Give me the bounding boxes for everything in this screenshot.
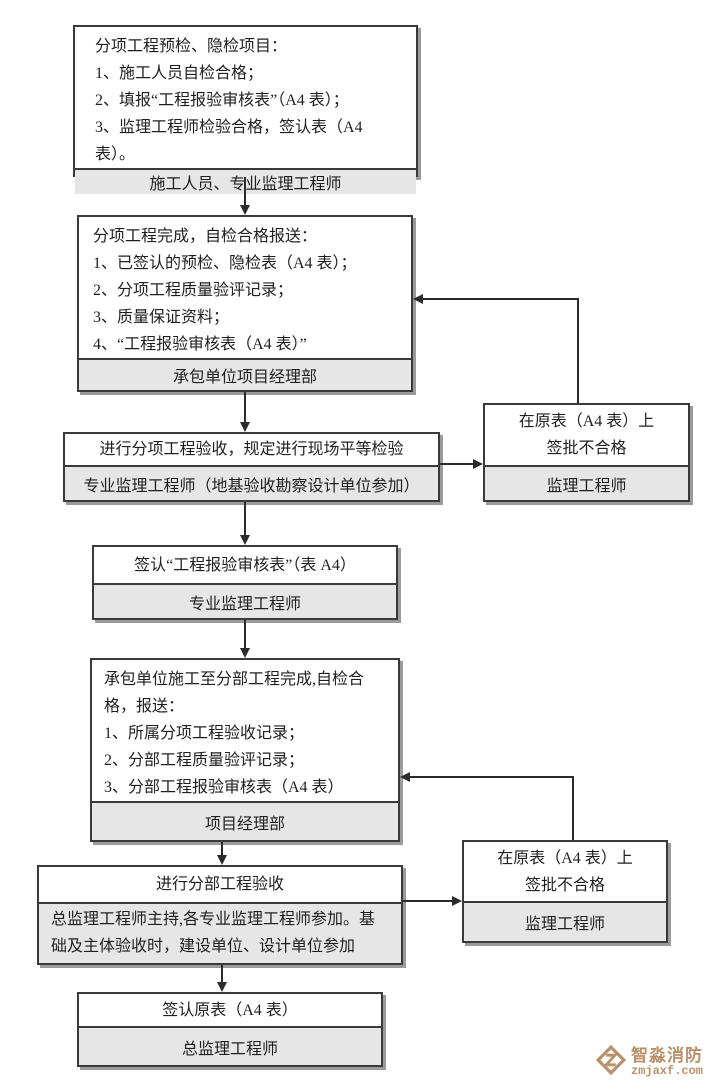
arrowhead-down-icon: [217, 982, 227, 992]
responsible-party-label: 项目经理部: [92, 801, 398, 840]
flow-box-subitem-preinspection: 分项工程预检、隐检项目： 1、施工人员自检合格； 2、填报“工程报验审核表”（A…: [73, 25, 418, 194]
box-body: 承包单位施工至分部工程完成,自检合格，报送： 1、所属分项工程验收记录； 2、分…: [92, 660, 398, 801]
arrowhead-left-icon: [413, 294, 423, 304]
watermark: 智淼消防 zmjaxf.com: [595, 1044, 703, 1081]
box-text-line: 在原表（A4 表）上: [497, 849, 633, 867]
box-text-line: 2、填报“工程报验审核表”（A4 表）；: [95, 92, 349, 109]
flow-box-sign-original-form: 签认原表（A4 表） 总监理工程师: [77, 992, 383, 1067]
arrowhead-right-icon: [473, 459, 483, 469]
flow-box-subitem-completion-report: 分项工程完成，自检合格报送： 1、已签认的预检、隐检表（A4 表）； 2、分项工…: [77, 215, 413, 392]
box-text-line: 2、分项工程质量验评记录；: [93, 282, 294, 299]
box-text-line: 3、质量保证资料；: [93, 309, 230, 326]
flow-box-division-completion: 承包单位施工至分部工程完成,自检合格，报送： 1、所属分项工程验收记录； 2、分…: [90, 658, 400, 842]
box-text-line: 4、“工程报验审核表（A4 表）”: [93, 336, 307, 353]
flow-box-division-acceptance: 进行分部工程验收 总监理工程师主持,各专业监理工程师参加。基础及主体验收时，建设…: [37, 865, 403, 965]
arrowhead-left-icon: [400, 772, 410, 782]
responsible-party-label: 总监理工程师: [79, 1026, 381, 1065]
watermark-brand-text: 智淼消防: [631, 1046, 703, 1066]
connector-reject2-up: [572, 776, 574, 840]
box-text-line: 承包单位施工至分部工程完成,自检合格，报送：: [104, 671, 365, 715]
flow-box-subitem-acceptance: 进行分项工程验收，规定进行现场平等检验 专业监理工程师（地基验收勘察设计单位参加…: [63, 432, 440, 502]
connector-step3-reject1: [440, 463, 474, 465]
box-text-line: 签认原表（A4 表）: [162, 1001, 298, 1019]
arrowhead-down-icon: [240, 422, 250, 432]
arrowhead-down-icon: [217, 855, 227, 865]
connector-step4-step5: [244, 620, 246, 649]
box-text-line: 签认“工程报验审核表”（表 A4）: [134, 556, 356, 574]
box-body: 分项工程预检、隐检项目： 1、施工人员自检合格； 2、填报“工程报验审核表”（A…: [75, 27, 416, 168]
connector-step5-step6: [221, 842, 223, 856]
box-text-line: 分项工程预检、隐检项目：: [95, 38, 288, 55]
arrowhead-down-icon: [240, 648, 250, 658]
box-text-line: 1、已签认的预检、隐检表（A4 表）；: [93, 255, 357, 272]
connector-reject2-step5: [408, 776, 574, 778]
connector-reject1-up: [577, 299, 579, 403]
watermark-domain-text: zmjaxf.com: [631, 1064, 704, 1079]
responsible-party-label: 承包单位项目经理部: [79, 358, 411, 390]
connector-step6-reject2: [403, 900, 453, 902]
box-text-line: 签批不合格: [524, 876, 605, 894]
box-body: 签认“工程报验审核表”（表 A4）: [94, 547, 396, 583]
box-body: 签认原表（A4 表）: [79, 994, 381, 1026]
box-text-line: 在原表（A4 表）上: [518, 413, 655, 430]
box-body: 在原表（A4 表）上 签批不合格: [464, 842, 666, 901]
arrowhead-right-icon: [452, 896, 462, 906]
box-text-line: 1、所属分项工程验收记录；: [104, 725, 305, 742]
box-text-line: 签批不合格: [546, 440, 627, 457]
connector-step1-step2: [244, 177, 246, 206]
responsible-party-label: 专业监理工程师（地基验收勘察设计单位参加）: [65, 465, 438, 500]
responsible-party-label: 监理工程师: [464, 901, 666, 941]
arrowhead-down-icon: [240, 535, 250, 545]
box-body: 进行分部工程验收: [39, 867, 401, 902]
box-text-line: 3、分部工程报验审核表（A4 表）: [104, 779, 344, 796]
box-text-line: 1、施工人员自检合格；: [95, 65, 264, 82]
box-text-line: 分项工程完成，自检合格报送：: [93, 228, 318, 245]
connector-step6-step7: [221, 965, 223, 983]
box-text-line: 进行分项工程验收，规定进行现场平等检验: [99, 441, 404, 458]
responsible-party-label: 监理工程师: [485, 465, 688, 500]
box-text-line: 2、分部工程质量验评记录；: [104, 752, 305, 769]
connector-step2-step3: [244, 392, 246, 423]
arrowhead-down-icon: [240, 205, 250, 215]
box-body: 进行分项工程验收，规定进行现场平等检验: [65, 434, 438, 465]
flow-box-reject-division: 在原表（A4 表）上 签批不合格 监理工程师: [462, 840, 668, 943]
box-body: 在原表（A4 表）上 签批不合格: [485, 405, 688, 465]
zhimiao-diamond-logo-icon: [595, 1044, 627, 1081]
flow-box-reject-subitem: 在原表（A4 表）上 签批不合格 监理工程师: [483, 403, 690, 502]
box-body: 分项工程完成，自检合格报送： 1、已签认的预检、隐检表（A4 表）； 2、分项工…: [79, 217, 411, 358]
box-text-line: 进行分部工程验收: [155, 876, 284, 893]
connector-reject1-step2: [421, 298, 579, 300]
responsible-party-label: 专业监理工程师: [94, 583, 396, 618]
responsible-party-label: 总监理工程师主持,各专业监理工程师参加。基础及主体验收时，建设单位、设计单位参加: [39, 902, 401, 963]
flow-box-sign-review-form: 签认“工程报验审核表”（表 A4） 专业监理工程师: [92, 545, 398, 620]
box-text-line: 3、监理工程师检验合格，签认表（A4 表）。: [95, 119, 363, 163]
connector-step3-step4: [244, 502, 246, 536]
